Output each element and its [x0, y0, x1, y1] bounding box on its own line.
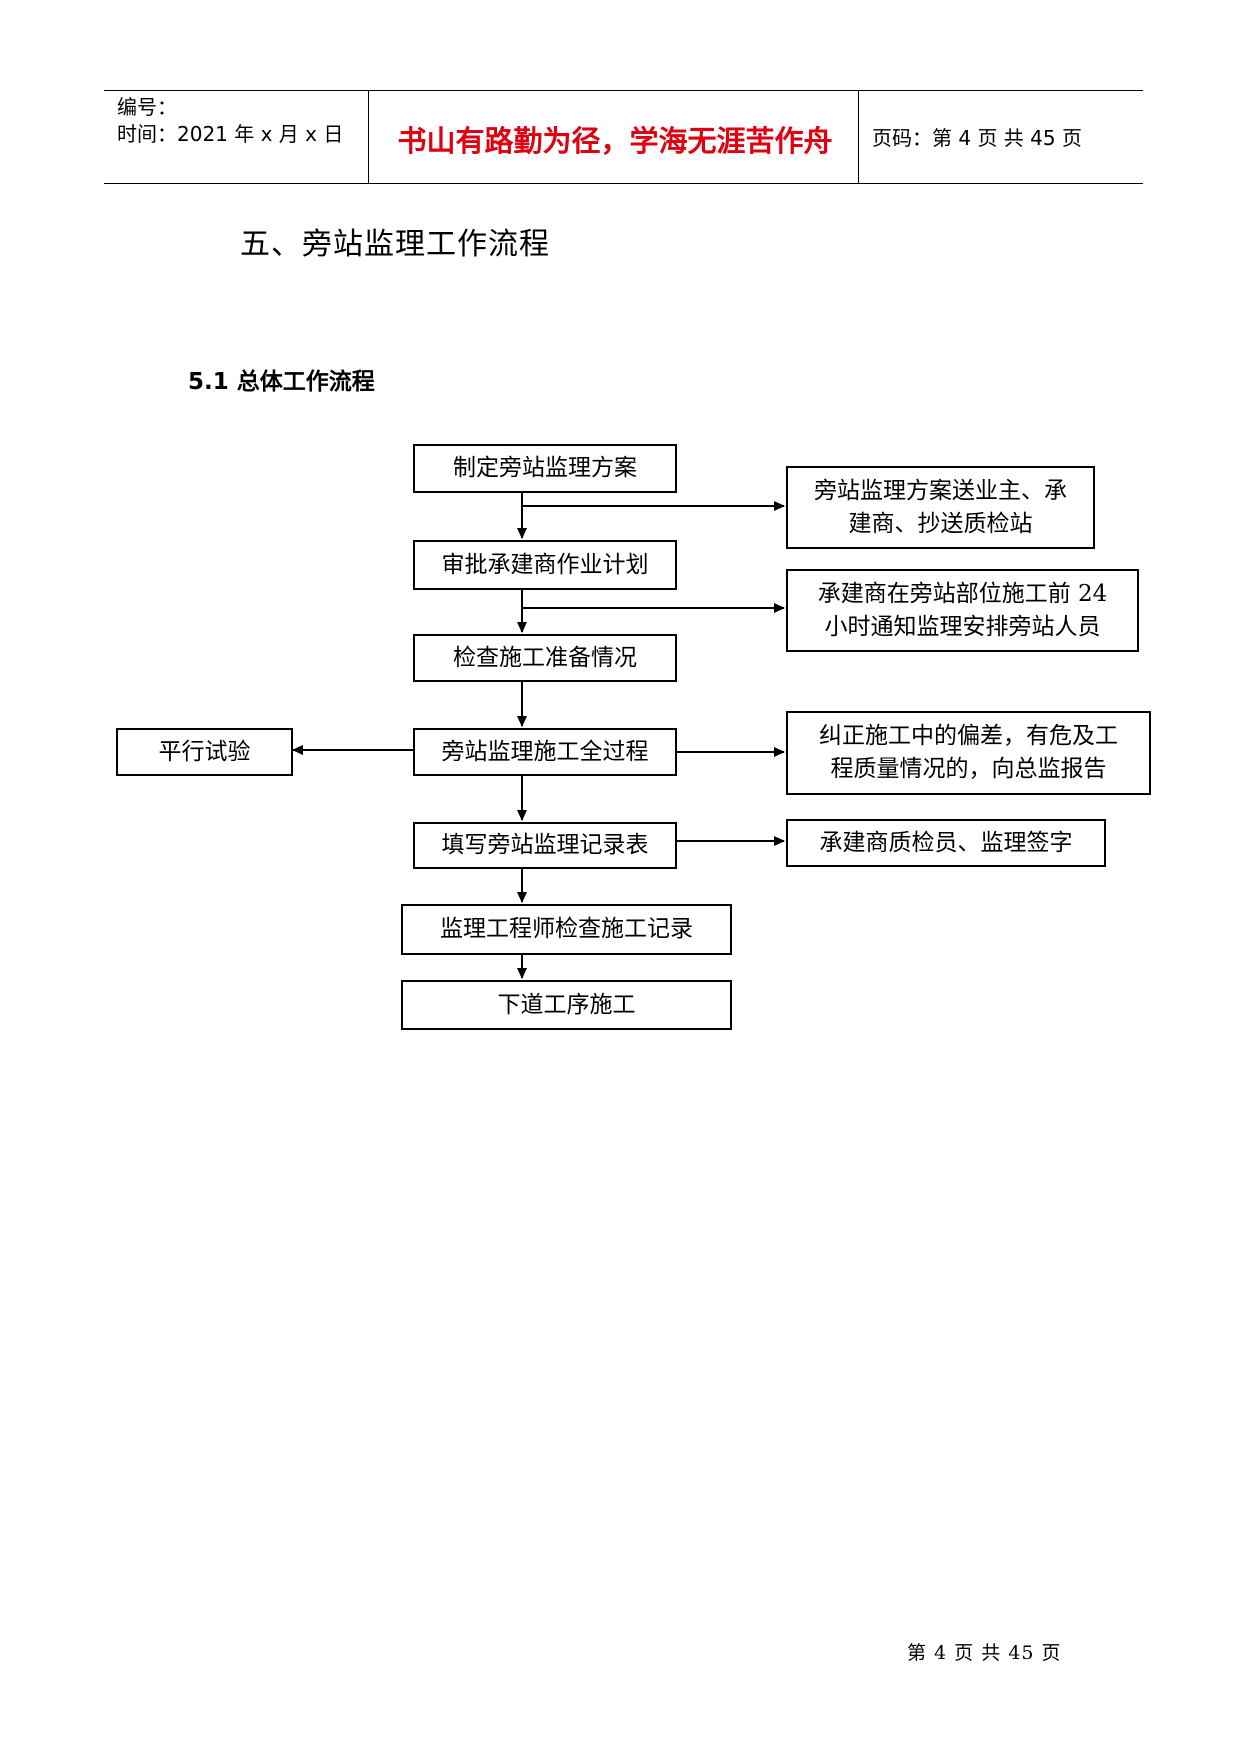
header-divider-right: [858, 90, 859, 184]
header-motto: 书山有路勤为径，学海无涯苦作舟: [397, 124, 833, 158]
note-plan-delivery: 旁站监理方案送业主、承 建商、抄送质检站: [786, 466, 1095, 549]
subsection-title: 5.1 总体工作流程: [188, 369, 375, 395]
note-24h-notice: 承建商在旁站部位施工前 24 小时通知监理安排旁站人员: [786, 569, 1139, 652]
section-title: 五、旁站监理工作流程: [240, 227, 550, 262]
note-signature: 承建商质检员、监理签字: [786, 819, 1106, 867]
step-approve-work-plan: 审批承建商作业计划: [413, 540, 677, 590]
header-number-label: 编号：: [117, 95, 177, 119]
step-next-procedure: 下道工序施工: [401, 980, 732, 1030]
step-full-process-supervision: 旁站监理施工全过程: [413, 728, 677, 776]
header-page-code: 页码：第 4 页 共 45 页: [872, 126, 1082, 150]
header-top-rule: [104, 90, 1143, 91]
step-check-preparation: 检查施工准备情况: [413, 634, 677, 682]
footer-page-number: 第 4 页 共 45 页: [907, 1642, 1062, 1664]
step-make-plan: 制定旁站监理方案: [413, 444, 677, 493]
header-time-label: 时间：2021 年 x 月 x 日: [117, 122, 344, 146]
header-divider-left: [368, 90, 369, 184]
note-parallel-test: 平行试验: [116, 728, 293, 776]
step-engineer-check-records: 监理工程师检查施工记录: [401, 904, 732, 955]
step-fill-record-form: 填写旁站监理记录表: [413, 822, 677, 869]
note-correction-report: 纠正施工中的偏差，有危及工 程质量情况的，向总监报告: [786, 711, 1151, 795]
header-bottom-rule: [104, 183, 1143, 184]
